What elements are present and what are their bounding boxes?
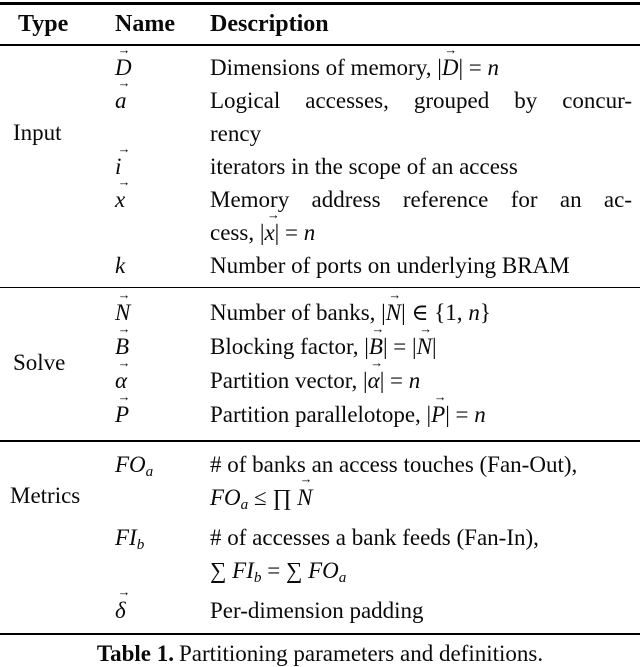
table-row: FIb # of accesses a bank feeds (Fan-In),…	[0, 521, 640, 594]
table-group: Input D Dimensions of memory, |D| = n a …	[0, 44, 640, 287]
column-header-type: Type	[18, 11, 69, 37]
param-description: Partition parallelotope, |P| = n	[210, 391, 640, 432]
table-header-row: Type Name Description	[0, 5, 640, 44]
param-description: Dimensions of memory, |D| = n	[210, 44, 640, 84]
param-name: a	[115, 77, 210, 150]
table-caption: Table 1.Partitioning parameters and defi…	[0, 635, 640, 667]
table-row: a Logical accesses, grouped by concur-re…	[0, 77, 640, 150]
group-rows: FOa # of banks an access touches (Fan-Ou…	[0, 448, 640, 627]
table-row: B Blocking factor, |B| = |N|	[0, 323, 640, 364]
param-name: k	[115, 253, 126, 278]
table-row: D Dimensions of memory, |D| = n	[0, 44, 640, 84]
param-name: x	[115, 176, 210, 249]
caption-text: Partitioning parameters and definitions.	[179, 641, 544, 667]
table-body: Input D Dimensions of memory, |D| = n a …	[0, 44, 640, 633]
column-header-description: Description	[210, 11, 329, 37]
param-description: Logical accesses, grouped by concur-renc…	[210, 88, 632, 146]
table-bottom-rule	[0, 632, 640, 636]
table-row: P Partition parallelotope, |P| = n	[0, 391, 640, 432]
group-rows: D Dimensions of memory, |D| = n a Logica…	[0, 44, 640, 282]
header-divider-rule	[0, 44, 640, 46]
table-row: N Number of banks, |N| ∈ {1, n}	[0, 289, 640, 330]
table-row: δ Per-dimension padding	[0, 586, 640, 627]
param-name: i	[115, 143, 210, 183]
group-rows: N Number of banks, |N| ∈ {1, n} B Blocki…	[0, 289, 640, 432]
table-row: x Memory address reference for an ac-ces…	[0, 176, 640, 249]
param-description: Partition vector, |α| = n	[210, 357, 640, 398]
param-name: D	[115, 44, 210, 84]
param-name: N	[115, 289, 210, 330]
table-row: FOa # of banks an access touches (Fan-Ou…	[0, 448, 640, 521]
param-description: Per-dimension padding	[210, 597, 424, 623]
param-description: Memory address reference for an ac-cess,…	[210, 183, 640, 249]
param-description: Number of banks, |N| ∈ {1, n}	[210, 289, 640, 330]
table-row: i iterators in the scope of an access	[0, 143, 640, 183]
table-row: α Partition vector, |α| = n	[0, 357, 640, 398]
param-name: FOa	[115, 451, 154, 480]
table-top-rule	[0, 2, 640, 5]
group-divider-rule	[0, 440, 640, 442]
table-group: Metrics FOa # of banks an access touches…	[0, 442, 640, 633]
column-header-name: Name	[115, 11, 175, 37]
param-description: # of accesses a bank feeds (Fan-In),∑ FI…	[210, 524, 539, 586]
param-description: Number of ports on underlying BRAM	[210, 253, 570, 278]
group-type-label: Metrics	[10, 482, 81, 508]
group-divider-rule	[0, 287, 640, 289]
param-name: α	[115, 357, 210, 398]
group-type-label: Solve	[13, 350, 66, 376]
group-type-label: Input	[13, 120, 62, 145]
caption-label: Table 1.	[96, 641, 175, 667]
table-row: k Number of ports on underlying BRAM	[0, 249, 640, 282]
param-name: B	[115, 323, 210, 364]
table-group: Solve N Number of banks, |N| ∈ {1, n} B …	[0, 288, 640, 440]
param-description: Blocking factor, |B| = |N|	[210, 323, 640, 364]
param-name: FIb	[115, 524, 145, 553]
param-name: P	[115, 391, 210, 432]
param-name: δ	[115, 586, 210, 627]
param-description: # of banks an access touches (Fan-Out),F…	[210, 448, 640, 521]
param-description: iterators in the scope of an access	[210, 154, 518, 179]
